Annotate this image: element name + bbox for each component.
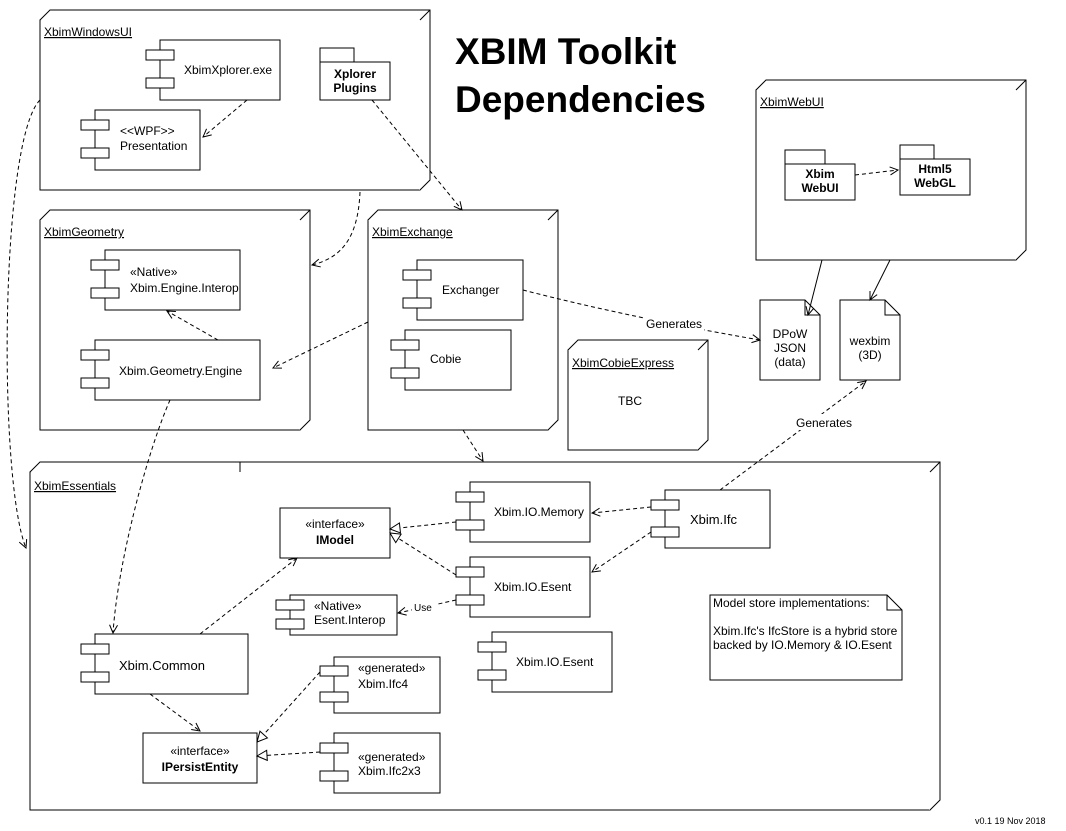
component-geometry-engine: Xbim.Geometry.Engine	[80, 339, 261, 401]
package-label: Html5	[918, 162, 952, 176]
dependency-arrows	[6, 99, 898, 731]
component-label: Xbim.IO.Esent	[516, 655, 594, 669]
arrow-ifc-to-wexbim	[719, 381, 866, 491]
component-label: Xbim.Ifc	[690, 512, 737, 527]
stereotype-label: «interface»	[170, 744, 230, 758]
component-label: Esent.Interop	[314, 613, 386, 627]
interface-label: IPersistEntity	[162, 760, 239, 774]
component-xbim-ifc: Xbim.Ifc	[650, 489, 771, 549]
association-arrows	[808, 259, 891, 315]
arrow-webui-to-dpow	[808, 259, 823, 315]
note-line: Model store implementations:	[713, 596, 870, 610]
arrow-exchange-to-engine	[273, 321, 369, 368]
package-label: WebGL	[914, 176, 956, 190]
artifact-label: DPoW	[773, 327, 808, 341]
note-model-store: Model store implementations: Xbim.Ifc's …	[709, 594, 903, 681]
package-label: Xplorer	[334, 67, 376, 81]
package-html5-webgl: Html5 WebGL	[899, 144, 971, 196]
use-label: Use	[414, 603, 432, 614]
component-label: XbimXplorer.exe	[184, 63, 272, 77]
artifact-label: JSON	[774, 341, 806, 355]
component-label: Xbim.Geometry.Engine	[119, 364, 242, 378]
stereotype-label: «Native»	[314, 599, 362, 613]
arrow-common-to-ipersist	[149, 693, 200, 731]
node-label-essentials: XbimEssentials	[34, 479, 116, 493]
component-label: Cobie	[430, 352, 462, 366]
arrow-ifc-to-esent	[592, 531, 652, 572]
artifact-wexbim: wexbim (3D)	[839, 299, 901, 381]
stereotype-label: «generated»	[358, 661, 426, 675]
arrow-ifc4-realizes-ipersist	[257, 671, 321, 742]
stereotype-label: <<WPF>>	[120, 124, 175, 138]
component-ifc4: «generated» Xbim.Ifc4	[319, 656, 441, 714]
interface-label: IModel	[316, 533, 354, 547]
node-label-windows-ui: XbimWindowsUI	[44, 25, 132, 39]
component-label: Xbim.Ifc4	[358, 677, 408, 691]
component-engine-interop: «Native» Xbim.Engine.Interop	[90, 249, 241, 311]
component-esent-interop: «Native» Esent.Interop	[275, 594, 398, 636]
arrow-webui-to-html5	[854, 170, 898, 176]
arrow-xplorer-to-presentation	[203, 99, 248, 137]
arrow-engine-to-interop	[167, 311, 219, 341]
package-xplorer-plugins: Xplorer Plugins	[319, 47, 391, 101]
generates-label-dpow: Generates	[646, 317, 702, 331]
component-label: Xbim.IO.Memory	[494, 505, 584, 519]
component-label: Xbim.IO.Esent	[494, 580, 572, 594]
component-xbim-common: Xbim.Common	[80, 633, 249, 695]
component-label: Xbim.Engine.Interop	[130, 281, 239, 295]
arrow-webui-to-wexbim	[870, 259, 891, 300]
note-line: Xbim.Ifc's IfcStore is a hybrid store	[713, 624, 898, 638]
artifact-label: (3D)	[858, 348, 881, 362]
component-label: Xbim.Ifc2x3	[358, 764, 421, 778]
component-io-esent: Xbim.IO.Esent	[455, 556, 591, 618]
arrow-ifc-to-memory	[592, 506, 652, 513]
component-exchanger: Exchanger	[402, 259, 524, 321]
component-label: Xbim.Common	[119, 658, 205, 673]
arrow-windows-to-essentials	[6, 99, 41, 548]
component-io-memory: Xbim.IO.Memory	[455, 481, 591, 543]
package-xbim-webui: Xbim WebUI	[784, 149, 856, 201]
component-xplorer-exe: XbimXplorer.exe	[145, 39, 281, 101]
arrow-windows-to-geometry	[312, 191, 361, 265]
package-label: Xbim	[805, 167, 834, 181]
artifact-dpow-json: DPoW JSON (data)	[759, 299, 821, 381]
realization-arrows	[257, 521, 457, 756]
stereotype-label: «generated»	[358, 750, 426, 764]
node-label-geometry: XbimGeometry	[44, 225, 124, 239]
arrow-plugins-to-exchange	[371, 99, 462, 210]
title-line-2: Dependencies	[455, 79, 706, 120]
generates-label-wexbim: Generates	[796, 416, 852, 430]
node-cobie-express	[567, 339, 709, 451]
component-cobie: Cobie	[390, 329, 512, 391]
artifact-label: wexbim	[849, 334, 891, 348]
node-label-cobie-express: XbimCobieExpress	[572, 356, 674, 370]
tbc-label: TBC	[618, 394, 642, 408]
arrow-esent-realizes-imodel	[390, 533, 457, 576]
node-label-web-ui: XbimWebUI	[760, 95, 824, 109]
node-label-exchange: XbimExchange	[372, 225, 453, 239]
version-label: v0.1 19 Nov 2018	[975, 816, 1046, 826]
note-line: backed by IO.Memory & IO.Esent	[713, 638, 892, 652]
arrow-exchange-to-essentials	[462, 429, 483, 461]
arrow-engine-to-common	[113, 399, 171, 633]
interface-imodel: «interface» IModel	[279, 507, 391, 559]
arrow-ifc2x3-realizes-ipersist	[257, 752, 321, 756]
package-label: WebUI	[801, 181, 838, 195]
interface-ipersist-entity: «interface» IPersistEntity	[142, 732, 258, 784]
stereotype-label: «interface»	[305, 517, 365, 531]
component-label: Exchanger	[442, 283, 499, 297]
stereotype-label: «Native»	[130, 265, 178, 279]
component-presentation: <<WPF>> Presentation	[80, 109, 201, 171]
component-label: Presentation	[120, 139, 187, 153]
component-ifc2x3: «generated» Xbim.Ifc2x3	[319, 732, 441, 794]
artifact-label: (data)	[774, 355, 805, 369]
package-label: Plugins	[333, 81, 377, 95]
component-io-esent-2: Xbim.IO.Esent	[477, 631, 613, 693]
arrow-exchanger-to-dpow	[522, 289, 760, 340]
title-line-1: XBIM Toolkit	[455, 31, 676, 72]
